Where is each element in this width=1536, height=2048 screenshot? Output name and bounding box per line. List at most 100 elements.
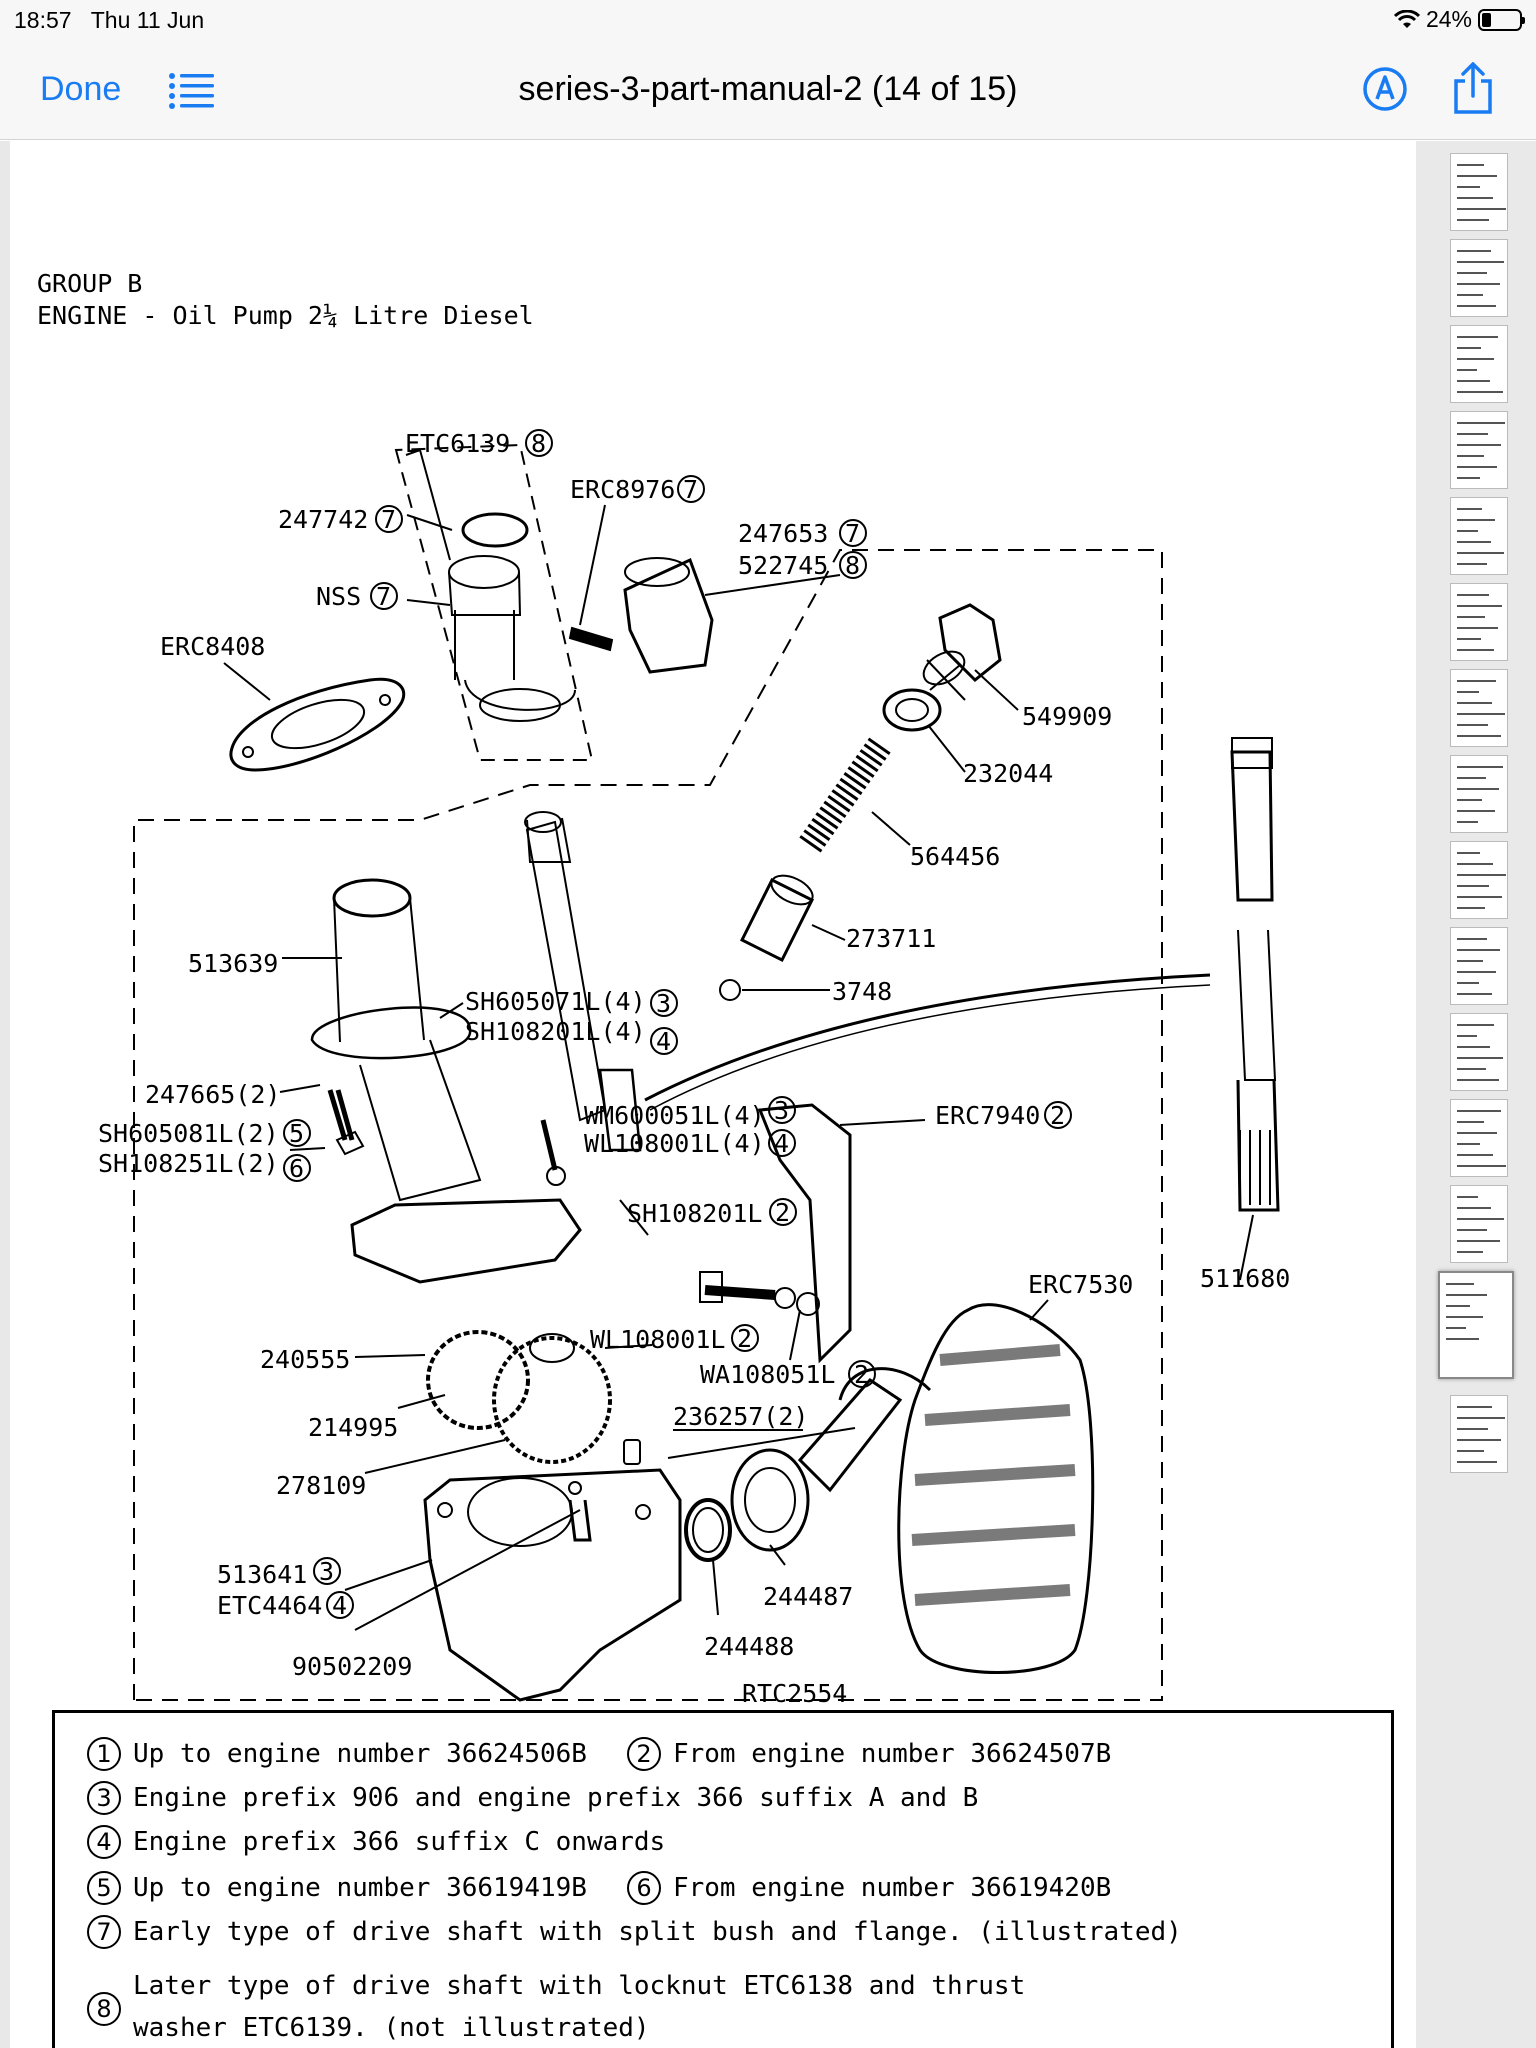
thumbnail-line xyxy=(1457,208,1506,210)
thumbnail-line xyxy=(1457,896,1502,898)
thumbnail-line xyxy=(1457,616,1485,618)
page-thumbnail[interactable] xyxy=(1450,755,1508,833)
part-label-244487: 244487 xyxy=(763,1582,853,1611)
thumbnail-line xyxy=(1457,294,1483,296)
part-label-232044: 232044 xyxy=(963,759,1053,788)
thumbnail-line xyxy=(1457,960,1483,962)
thumbnail-line xyxy=(1446,1294,1487,1296)
part-label-273711: 273711 xyxy=(846,924,936,953)
thumbnail-line xyxy=(1457,1165,1506,1167)
thumbnail-line xyxy=(1457,605,1502,607)
thumbnail-line xyxy=(1457,1079,1499,1081)
status-time: 18:57 Thu 11 Jun xyxy=(14,7,205,33)
thumbnail-line xyxy=(1457,638,1481,640)
part-label-wl108001l: WL108001L xyxy=(590,1325,725,1354)
note-7a: 7 xyxy=(683,475,698,504)
thumbnail-line xyxy=(1457,283,1500,285)
page-thumbnail[interactable] xyxy=(1450,669,1508,747)
thumbnail-line xyxy=(1457,1428,1488,1430)
part-label-90502209: 90502209 xyxy=(292,1652,412,1681)
status-indicators: 24% xyxy=(1393,6,1525,33)
page-thumbnail[interactable] xyxy=(1450,153,1508,231)
part-label-247742: 247742 xyxy=(278,505,368,534)
part-label-513639: 513639 xyxy=(188,949,278,978)
thumbnail-line xyxy=(1457,186,1480,188)
part-label-sh108201l-4: SH108201L(4) xyxy=(465,1017,646,1046)
thumbnail-line xyxy=(1457,477,1480,479)
thumbnail-line xyxy=(1457,1406,1492,1408)
page-thumbnail[interactable] xyxy=(1450,411,1508,489)
thumbnail-line xyxy=(1457,541,1491,543)
thumbnail-line xyxy=(1457,874,1506,876)
thumbnail-line xyxy=(1457,852,1480,854)
group-label: GROUP B xyxy=(37,269,143,298)
part-label-erc7940: ERC7940 xyxy=(935,1101,1040,1130)
note-3a: 3 xyxy=(656,989,671,1018)
thumbnail-line xyxy=(1457,627,1498,629)
thumbnail-line xyxy=(1457,519,1495,521)
thumbnail-line xyxy=(1457,433,1488,435)
page-thumbnail[interactable] xyxy=(1450,1013,1508,1091)
page-thumbnail[interactable] xyxy=(1450,1185,1508,1263)
thumbnail-line xyxy=(1457,1229,1487,1231)
part-label-etc4464: ETC4464 xyxy=(217,1591,322,1620)
page-thumbnail[interactable] xyxy=(1450,583,1508,661)
pdf-page[interactable] xyxy=(0,141,1416,2048)
thumbnail-line xyxy=(1457,1057,1503,1059)
thumbnail-line xyxy=(1457,508,1482,510)
status-bar: 18:57 Thu 11 Jun 24% xyxy=(0,0,1536,40)
part-label-wm600051l: WM600051L(4) xyxy=(584,1101,765,1130)
thumbnail-line xyxy=(1457,1251,1483,1253)
page-thumbnail-strip[interactable] xyxy=(1416,141,1536,2048)
thumbnail-line xyxy=(1457,799,1482,801)
part-label-sh108201l: SH108201L xyxy=(627,1199,762,1228)
part-label-244488: 244488 xyxy=(704,1632,794,1661)
page-thumbnail[interactable] xyxy=(1450,325,1508,403)
note-2c: 2 xyxy=(737,1324,752,1353)
part-label-564456: 564456 xyxy=(910,842,1000,871)
page-thumbnail[interactable] xyxy=(1450,497,1508,575)
thumbnail-line xyxy=(1457,810,1495,812)
list-icon[interactable] xyxy=(168,70,216,110)
thumbnail-line xyxy=(1457,1417,1505,1419)
page-thumbnail[interactable] xyxy=(1450,927,1508,1005)
markup-icon[interactable] xyxy=(1362,66,1408,112)
part-label-sh108251l: SH108251L(2) xyxy=(98,1149,279,1178)
thumbnail-line xyxy=(1457,175,1497,177)
thumbnail-line xyxy=(1457,552,1504,554)
nav-bar: Done series-3-part-manual-2 (14 of 15) xyxy=(0,40,1536,140)
note-2a: 2 xyxy=(1050,1101,1065,1130)
page-thumbnail[interactable] xyxy=(1450,1099,1508,1177)
thumbnail-line xyxy=(1457,949,1500,951)
page-thumbnail[interactable] xyxy=(1450,239,1508,317)
page-header: GROUP B ENGINE - Oil Pump 2¼ Litre Diese… xyxy=(37,268,534,332)
part-label-wa108051l: WA108051L xyxy=(700,1360,835,1389)
share-icon[interactable] xyxy=(1450,62,1496,114)
thumbnail-line xyxy=(1457,1046,1490,1048)
note-2d: 2 xyxy=(854,1360,869,1389)
page-thumbnail[interactable] xyxy=(1450,1395,1508,1473)
note-7d: 7 xyxy=(376,582,391,611)
thumbnail-line xyxy=(1457,358,1494,360)
wifi-icon xyxy=(1393,9,1420,28)
battery-icon xyxy=(1478,8,1525,31)
thumbnail-line xyxy=(1457,272,1487,274)
part-label-3748: 3748 xyxy=(832,977,892,1006)
thumbnail-line xyxy=(1457,250,1491,252)
exploded-diagram: ETC6139 8 ERC8976 7 247742 7 247653 7 52… xyxy=(98,429,1290,1708)
part-label-278109: 278109 xyxy=(276,1471,366,1500)
page-thumbnail-selected[interactable] xyxy=(1438,1271,1514,1379)
thumbnail-line xyxy=(1457,713,1505,715)
done-button[interactable]: Done xyxy=(40,70,122,108)
thumbnail-line xyxy=(1457,691,1479,693)
thumbnail-line xyxy=(1457,563,1487,565)
note-6: 6 xyxy=(289,1154,304,1183)
note-4c: 4 xyxy=(332,1591,347,1620)
note-4a: 4 xyxy=(656,1027,671,1056)
page-thumbnail[interactable] xyxy=(1450,841,1508,919)
part-label-sh605071l: SH605071L(4) xyxy=(465,987,646,1016)
note-3b: 3 xyxy=(774,1096,789,1125)
thumbnail-line xyxy=(1457,444,1501,446)
